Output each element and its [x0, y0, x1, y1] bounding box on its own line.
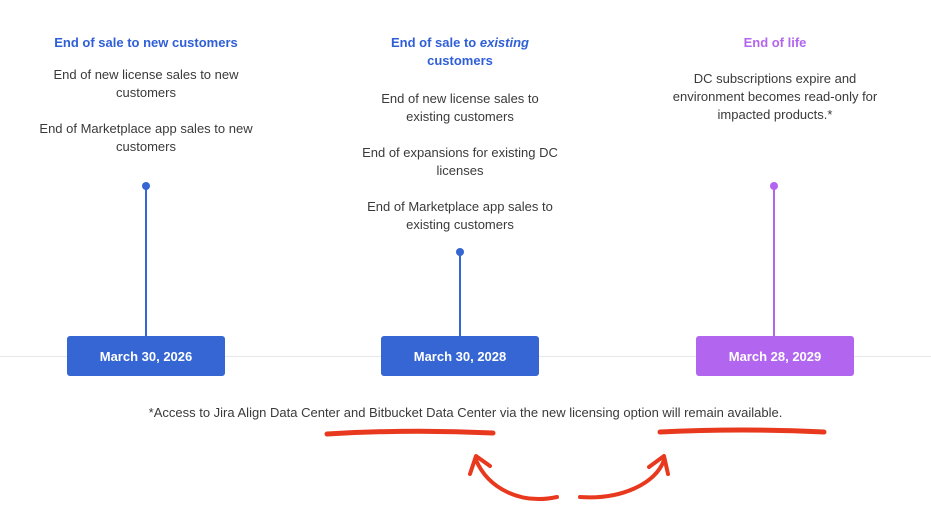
milestone-3-text: End of life DC subscriptions expire and …	[645, 34, 905, 124]
curved-arrow-right-icon	[578, 458, 666, 500]
milestone-1-text: End of sale to new customers End of new …	[16, 34, 276, 156]
milestone-3-stem	[773, 186, 775, 336]
milestone-1-stem	[145, 186, 147, 336]
milestone-2-stem	[459, 252, 461, 336]
milestone-2-title: End of sale to existing customers	[391, 35, 529, 68]
footnote: *Access to Jira Align Data Center and Bi…	[148, 405, 783, 420]
underline-jira-align-dc	[324, 428, 496, 437]
milestone-1-item-2: End of Marketplace app sales to new cust…	[39, 121, 253, 154]
milestone-1-title: End of sale to new customers	[54, 35, 238, 50]
milestone-1-item-1: End of new license sales to new customer…	[53, 67, 239, 100]
milestone-3-item-1: DC subscriptions expire and environment …	[672, 71, 878, 122]
milestone-2-title-emphasis: existing	[479, 35, 529, 50]
curved-arrow-left-icon	[474, 458, 559, 501]
milestone-2-text: End of sale to existing customers End of…	[330, 34, 590, 234]
milestone-3-title: End of life	[743, 35, 807, 50]
milestone-2-item-2: End of expansions for existing DC licens…	[362, 145, 558, 178]
milestone-2-item-1: End of new license sales to existing cus…	[381, 91, 539, 124]
milestone-2-date-badge: March 30, 2028	[381, 336, 539, 376]
milestone-3-date-badge: March 28, 2029	[696, 336, 854, 376]
milestone-2-item-3: End of Marketplace app sales to existing…	[367, 199, 553, 232]
milestone-1-date-badge: March 30, 2026	[67, 336, 225, 376]
underline-new-licensing-option	[657, 427, 827, 435]
